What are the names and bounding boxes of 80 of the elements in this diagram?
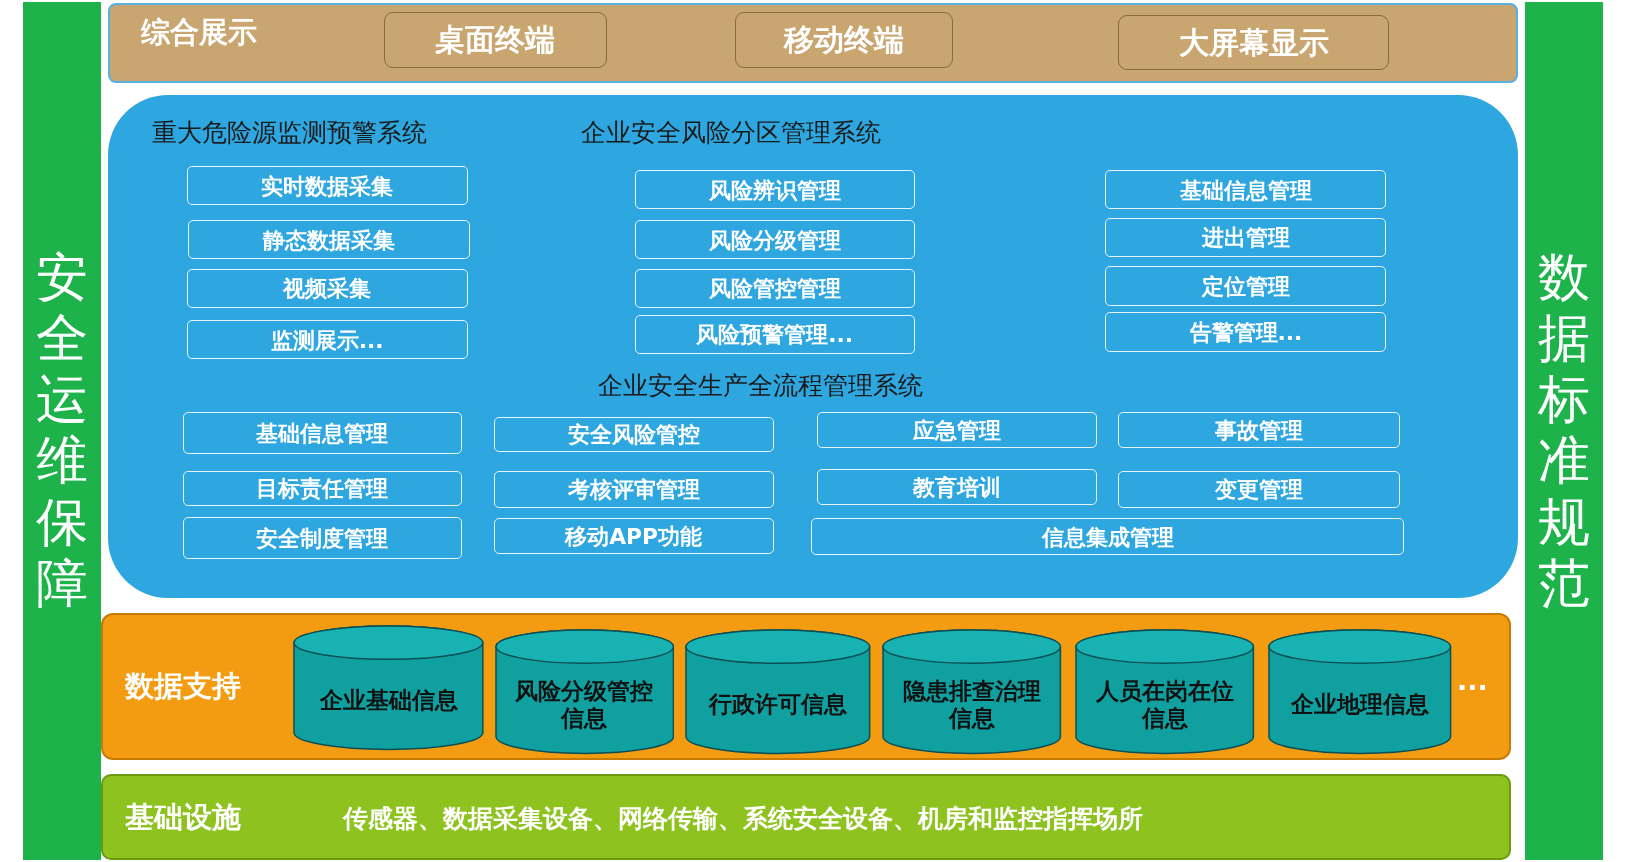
database-cylinder (1268, 629, 1452, 755)
module-box (817, 468, 1098, 505)
module-label: 目标责任管理 (256, 474, 389, 503)
database-label: 人员在岗在位信息 (1094, 677, 1235, 733)
module-label: 移动APP功能 (565, 522, 702, 551)
module-box (1117, 470, 1400, 509)
system-heading: 重大危险源监测预警系统 (152, 117, 428, 150)
application-panel (107, 95, 1519, 599)
system-heading: 企业安全生产全流程管理系统 (598, 370, 924, 403)
module-label: 安全制度管理 (256, 524, 389, 553)
module-box (493, 518, 774, 554)
database-label: 风险分级管控信息 (514, 677, 655, 733)
database-label: 隐患排查治理信息 (902, 677, 1043, 733)
module-box (493, 416, 774, 453)
module-box (186, 165, 468, 206)
module-box (810, 518, 1405, 555)
terminal-box (735, 12, 953, 69)
module-label: 进出管理 (1201, 223, 1290, 252)
module-label: 基础信息管理 (256, 419, 389, 448)
module-label: 事故管理 (1214, 416, 1303, 445)
display-layer-band (107, 3, 1519, 83)
module-label: 监测展示... (270, 326, 384, 355)
module-box (182, 411, 463, 455)
layer-title: 数据支持 (125, 667, 242, 705)
pillar-label: 数据标准规范 (1538, 247, 1591, 615)
module-box (182, 470, 463, 506)
data-support-band (100, 612, 1511, 761)
module-box (1105, 312, 1387, 352)
module-label: 视频采集 (283, 274, 372, 303)
module-label: 桌面终端 (435, 20, 556, 59)
module-box (634, 219, 915, 260)
module-label: 风险预警管理... (696, 320, 853, 349)
module-label: 告警管理... (1189, 318, 1303, 347)
module-label: 应急管理 (913, 416, 1002, 445)
side-pillar (22, 2, 101, 860)
module-box (493, 470, 774, 509)
module-box (634, 170, 915, 210)
database-cylinder (882, 629, 1062, 755)
infrastructure-list: 传感器、数据采集设备、网络传输、系统安全设备、机房和监控指挥场所 (343, 801, 1144, 835)
database-cylinder (293, 625, 485, 751)
pillar-label: 安全运维保障 (35, 247, 88, 615)
terminal-box (383, 12, 607, 69)
database-label: 企业地理信息 (1289, 690, 1430, 719)
database-label: 行政许可信息 (707, 690, 849, 719)
module-label: 信息集成管理 (1041, 523, 1174, 552)
module-box (817, 411, 1098, 448)
database-label: 企业基础信息 (318, 686, 459, 715)
module-label: 移动终端 (784, 20, 904, 59)
module-box (187, 219, 470, 260)
module-box (1105, 217, 1387, 258)
module-label: 考核评审管理 (567, 475, 700, 504)
module-label: 安全风险管控 (567, 420, 700, 449)
module-box (186, 268, 468, 308)
module-box (1117, 411, 1400, 448)
module-label: 大屏幕显示 (1178, 23, 1329, 62)
database-cylinder (494, 629, 674, 755)
module-label: 静态数据采集 (262, 226, 395, 254)
module-label: 风险辨识管理 (708, 176, 841, 205)
database-cylinder (685, 629, 871, 755)
system-heading: 企业安全风险分区管理系统 (580, 117, 881, 150)
module-box (634, 268, 915, 308)
module-label: 变更管理 (1214, 475, 1303, 504)
infrastructure-band (100, 773, 1511, 860)
module-box (186, 320, 468, 359)
module-label: 实时数据采集 (261, 172, 394, 201)
module-label: 定位管理 (1201, 272, 1290, 301)
ellipsis-mark: ··· (1456, 671, 1488, 703)
terminal-box (1117, 15, 1390, 71)
module-box (1105, 170, 1387, 210)
module-box (634, 315, 915, 354)
module-label: 基础信息管理 (1179, 176, 1312, 205)
module-box (1105, 266, 1387, 306)
layer-title: 基础设施 (125, 799, 242, 837)
module-label: 风险分级管理 (708, 226, 841, 254)
module-box (182, 517, 463, 559)
layer-title: 综合展示 (140, 14, 257, 52)
module-label: 风险管控管理 (708, 274, 841, 303)
side-pillar (1525, 2, 1604, 860)
module-label: 教育培训 (913, 473, 1002, 502)
database-cylinder (1075, 629, 1255, 755)
